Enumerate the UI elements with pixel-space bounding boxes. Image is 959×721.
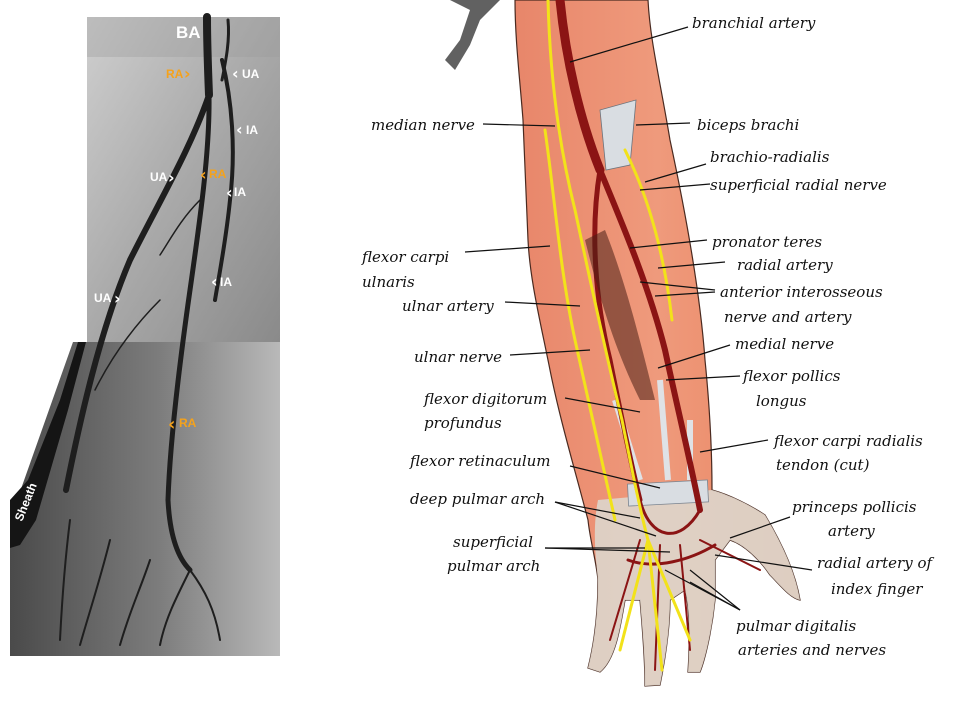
label-flexor-carpi-radialis-2: tendon (cut) — [776, 456, 870, 474]
label-flexor-digitorum-1: flexor digitorum — [423, 390, 547, 408]
marker-ia-2: IA — [234, 185, 246, 199]
label-flexor-carpi-ulnaris-2: ulnaris — [362, 273, 415, 291]
label-brachio-radialis: brachio-radialis — [710, 148, 830, 166]
marker-ua-3: UA — [94, 291, 112, 305]
label-flexor-carpi-radialis-1: flexor carpi radialis — [773, 432, 923, 450]
label-anterior-interosseous-1: anterior interosseous — [720, 283, 883, 301]
chevron-right-icon: › — [168, 168, 175, 187]
label-princeps-pollicis-2: artery — [828, 522, 875, 540]
chevron-left-icon: ‹ — [211, 272, 218, 291]
angiogram-lower-frame — [10, 342, 280, 656]
label-superficial-pulmar-2: pulmar arch — [447, 557, 540, 575]
label-ulnar-nerve: ulnar nerve — [414, 348, 502, 366]
marker-ra-2: RA — [209, 167, 227, 181]
marker-ra-1: RA — [166, 67, 184, 81]
label-deep-pulmar-arch: deep pulmar arch — [410, 490, 545, 508]
chevron-left-icon: ‹ — [168, 414, 175, 435]
label-ulnar-artery: ulnar artery — [402, 297, 494, 315]
marker-ia-1: IA — [246, 123, 258, 137]
chevron-left-icon: ‹ — [200, 165, 207, 184]
brachial-artery-vessel — [207, 17, 209, 95]
chevron-right-icon: › — [184, 64, 191, 83]
label-princeps-pollicis-1: princeps pollicis — [792, 498, 917, 516]
marker-ua-1: UA — [242, 67, 260, 81]
label-flexor-digitorum-2: profundus — [424, 414, 502, 432]
label-median-nerve: median nerve — [371, 116, 475, 134]
label-pulmar-digitalis-2: arteries and nerves — [738, 641, 886, 659]
label-flexor-carpi-ulnaris-1: flexor carpi — [361, 248, 449, 266]
angiogram-panel: BA RA › ‹ UA ‹ IA UA › ‹ RA ‹ IA UA › ‹ … — [10, 17, 280, 656]
label-pulmar-digitalis-1: pulmar digitalis — [736, 617, 857, 635]
marker-ba: BA — [176, 23, 201, 42]
label-radial-artery: radial artery — [737, 256, 833, 274]
label-pronator-teres: pronator teres — [712, 233, 822, 251]
label-flexor-pollics-longus-2: longus — [756, 392, 807, 410]
marker-ra-3: RA — [179, 416, 197, 430]
chevron-left-icon: ‹ — [236, 120, 243, 139]
label-medial-nerve: medial nerve — [735, 335, 834, 353]
label-branchial-artery: branchial artery — [692, 14, 816, 32]
label-flexor-pollics-longus-1: flexor pollics — [742, 367, 841, 385]
chevron-right-icon: › — [114, 289, 121, 308]
chevron-left-icon: ‹ — [226, 183, 233, 202]
label-flexor-retinaculum: flexor retinaculum — [409, 452, 551, 470]
label-biceps-brachi: biceps brachi — [697, 116, 800, 134]
upper-arm-sketch — [445, 0, 500, 70]
label-anterior-interosseous-2: nerve and artery — [724, 308, 852, 326]
marker-ia-3: IA — [220, 275, 232, 289]
label-radial-artery-index-2: index finger — [831, 580, 923, 598]
label-radial-artery-index-1: radial artery of — [817, 554, 934, 572]
label-superficial-pulmar-1: superficial — [453, 533, 533, 551]
chevron-left-icon: ‹ — [232, 64, 239, 83]
label-superficial-radial-nerve: superficial radial nerve — [710, 176, 887, 194]
marker-ua-2: UA — [150, 170, 168, 184]
